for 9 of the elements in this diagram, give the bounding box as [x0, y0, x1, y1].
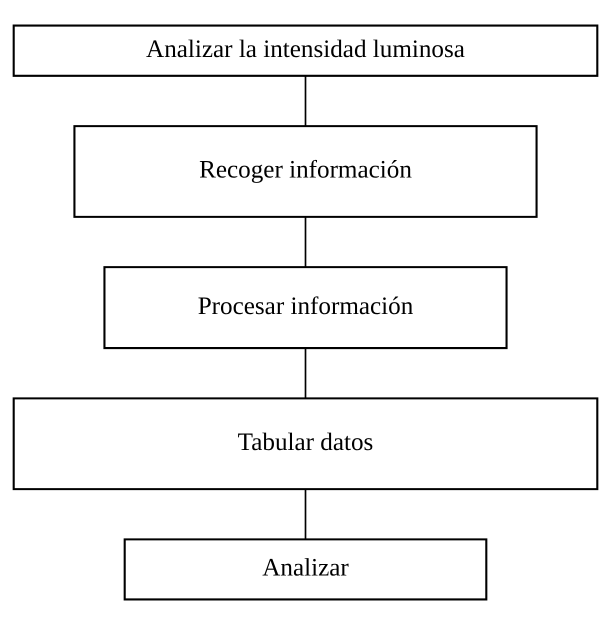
- node-box: Analizar: [124, 538, 488, 600]
- node-box: Recoger información: [73, 125, 538, 218]
- node-box: Procesar información: [103, 266, 508, 350]
- connector: [304, 216, 306, 267]
- connector: [304, 490, 306, 540]
- node-box: Tabular datos: [12, 397, 598, 490]
- connector: [304, 348, 306, 398]
- node-box: Analizar la intensidad luminosa: [12, 24, 598, 77]
- connector: [304, 76, 306, 126]
